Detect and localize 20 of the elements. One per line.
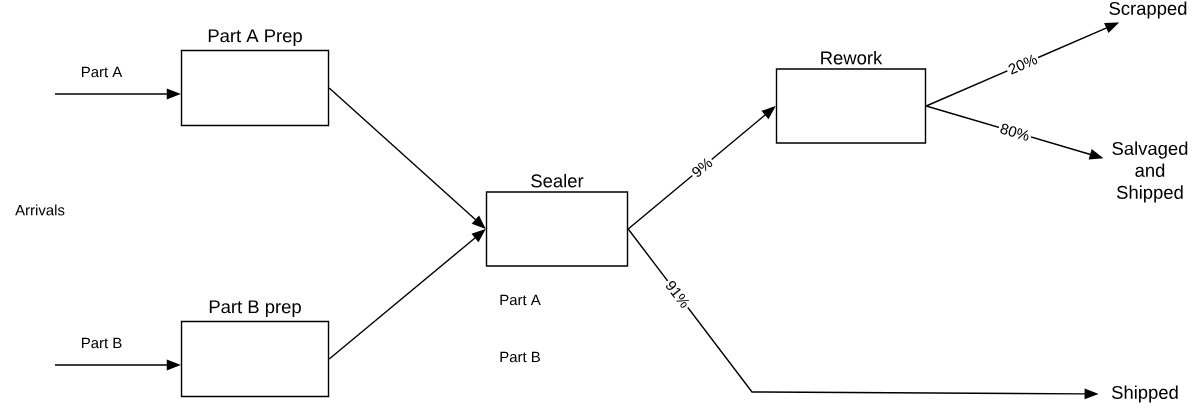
outcome-label: Salvaged and Shipped bbox=[1112, 141, 1188, 203]
edge-label: 20% bbox=[1004, 51, 1041, 78]
process-box: Rework bbox=[775, 50, 927, 144]
edge-label: 80% bbox=[996, 120, 1033, 144]
outcome-label: Scrapped bbox=[1109, 1, 1187, 19]
edge-label: Part A bbox=[82, 66, 123, 78]
node-label: Part B prep bbox=[209, 300, 301, 317]
process-box: Part B prep bbox=[180, 300, 330, 398]
process-box: Sealer bbox=[485, 173, 629, 267]
arrow bbox=[328, 87, 486, 229]
outcome-label: Shipped bbox=[1111, 385, 1178, 403]
node-label: Part A Prep bbox=[208, 29, 302, 46]
process-box: Part A Prep bbox=[180, 29, 330, 127]
edge-label: 9% bbox=[687, 154, 717, 181]
text-label: Part B bbox=[500, 351, 540, 363]
text-label: Arrivals bbox=[15, 204, 65, 216]
edge-label: Part B bbox=[82, 337, 122, 349]
node-label: Sealer bbox=[531, 173, 584, 188]
text-label: Part A bbox=[500, 294, 541, 306]
node-label: Rework bbox=[821, 50, 883, 65]
